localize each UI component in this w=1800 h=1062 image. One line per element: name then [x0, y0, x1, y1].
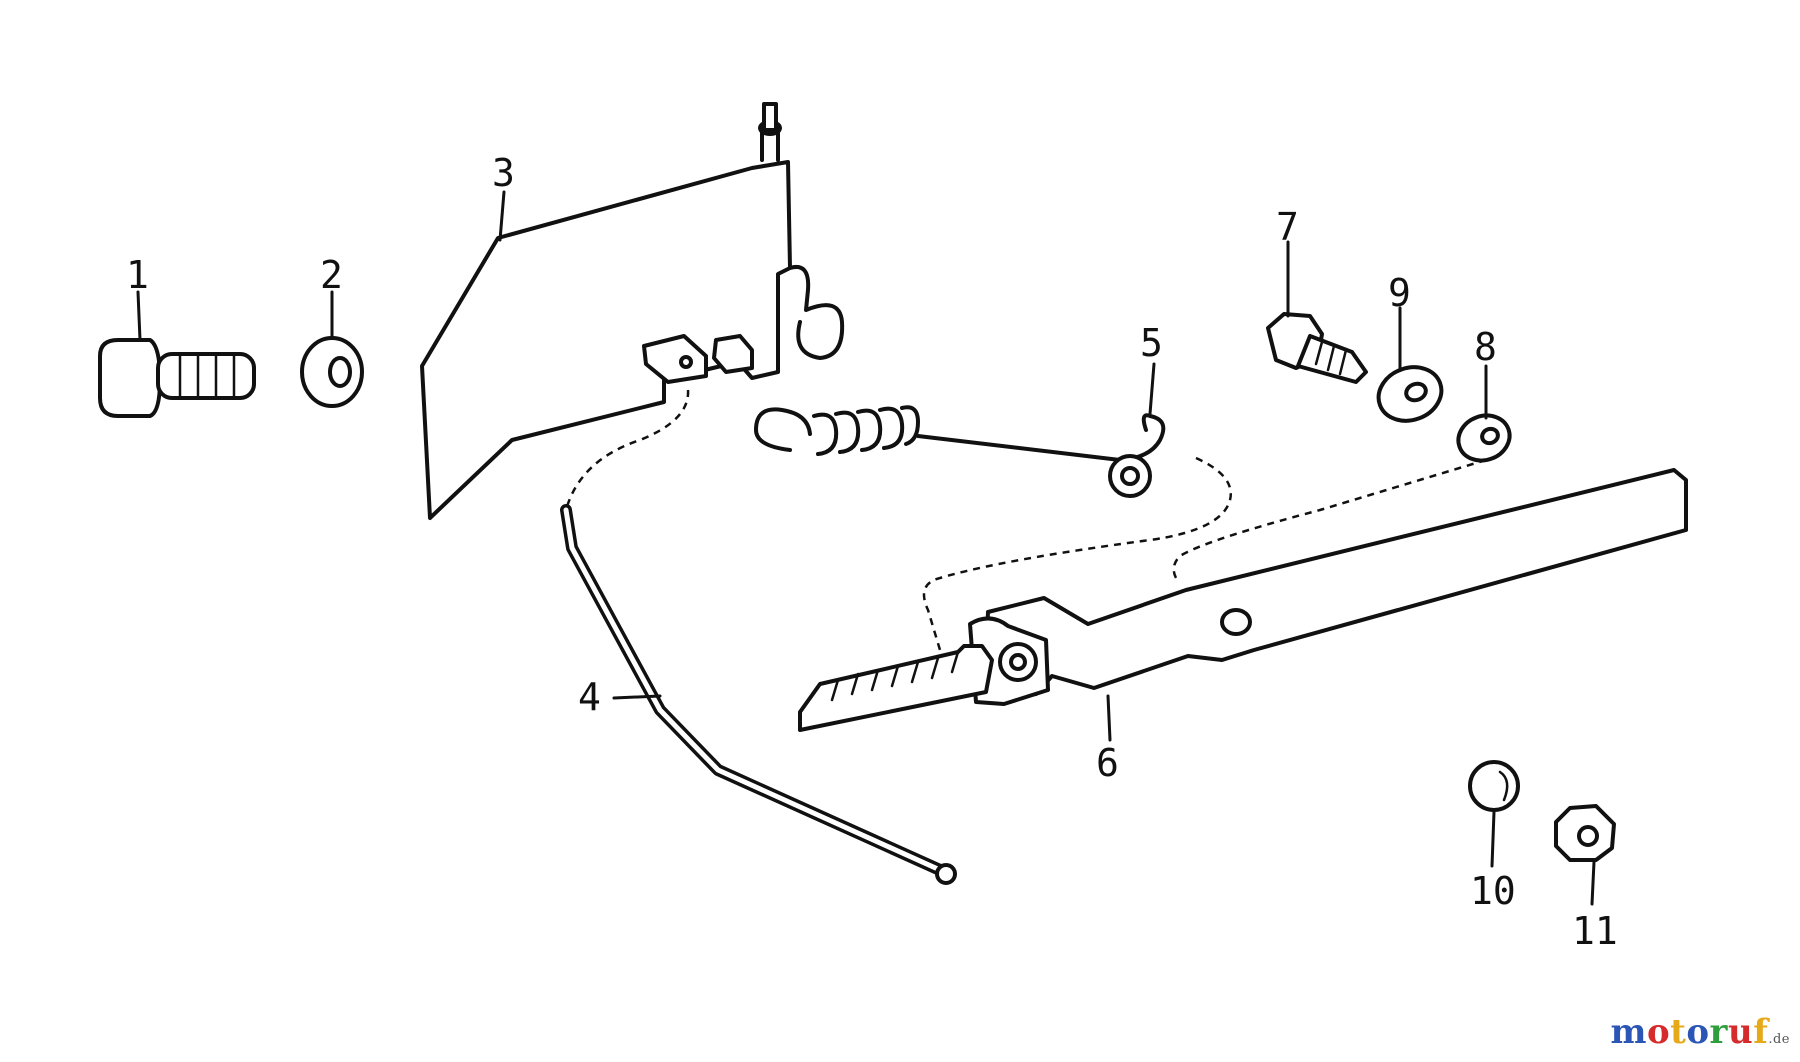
callout-10: 10	[1470, 869, 1516, 913]
part-10-spring-washer	[1468, 760, 1520, 812]
watermark-letter: r	[1709, 1012, 1728, 1052]
part-6-lever	[798, 468, 1688, 732]
part-11-nut	[1554, 804, 1616, 862]
callout-8: 8	[1474, 325, 1497, 369]
watermark-logo: motoruf.de	[1610, 1012, 1790, 1052]
watermark-letter: f	[1753, 1012, 1769, 1052]
watermark-letter: m	[1610, 1012, 1647, 1052]
watermark-suffix: .de	[1768, 1032, 1790, 1047]
watermark-text: motoruf	[1610, 1012, 1768, 1052]
watermark-letter: u	[1727, 1012, 1754, 1052]
part-3-bracket	[420, 102, 845, 520]
callout-5: 5	[1140, 321, 1163, 365]
callout-4: 4	[578, 675, 601, 719]
callout-3: 3	[492, 151, 515, 195]
callout-2: 2	[320, 253, 343, 297]
part-2-washer	[300, 336, 364, 408]
part-5-spring	[754, 405, 1166, 498]
watermark-letter: t	[1670, 1012, 1687, 1052]
assembly-dashed-lines	[564, 389, 1487, 651]
part-7-screw	[1266, 312, 1368, 384]
callout-9: 9	[1388, 271, 1411, 315]
callout-11: 11	[1572, 909, 1618, 953]
watermark-letter: o	[1686, 1012, 1710, 1052]
part-9-washer	[1376, 365, 1444, 423]
watermark-letter: o	[1646, 1012, 1671, 1052]
callout-7: 7	[1276, 205, 1299, 249]
callouts: 1 2 3 4 5 6 7 8 9 10 11	[126, 151, 1618, 953]
part-1-bolt	[98, 338, 256, 418]
part-4-rod	[560, 504, 957, 885]
part-8-washer	[1456, 413, 1512, 463]
callout-1: 1	[126, 253, 149, 297]
leader-lines	[136, 190, 1596, 906]
callout-6: 6	[1096, 741, 1119, 785]
